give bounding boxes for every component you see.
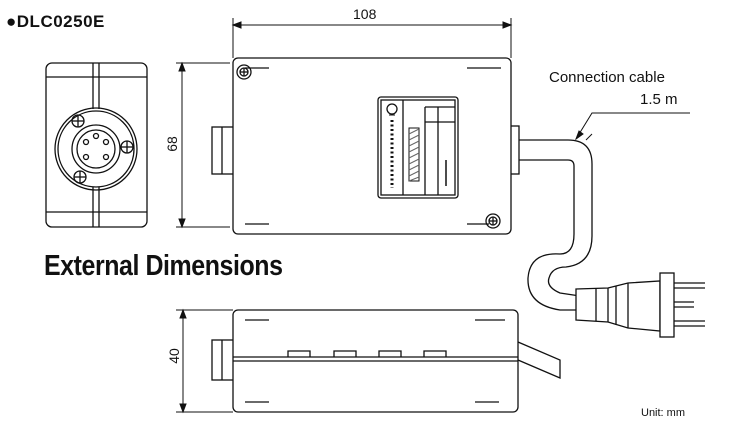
top-view [211,57,520,235]
front-view [45,62,148,228]
cable-label: Connection cable [549,69,665,86]
cable-length-label: 1.5 m [640,91,678,108]
bullet-icon: ● [6,12,17,31]
front-height-dimension-label: 68 [163,136,180,152]
dimension-line-108 [231,18,513,58]
section-heading: External Dimensions [44,250,283,282]
model-name: DLC0250E [16,12,105,31]
dimension-line-68 [176,61,230,229]
hatched-area [408,127,420,182]
unit-note: Unit: mm [641,407,685,419]
model-title: ●DLC0250E [6,12,105,32]
connection-cable [519,112,690,311]
power-plug [575,272,705,338]
side-height-dimension-label: 40 [165,348,182,364]
side-view [211,309,561,413]
width-dimension-label: 108 [353,6,377,22]
dimension-line-40 [176,308,233,414]
